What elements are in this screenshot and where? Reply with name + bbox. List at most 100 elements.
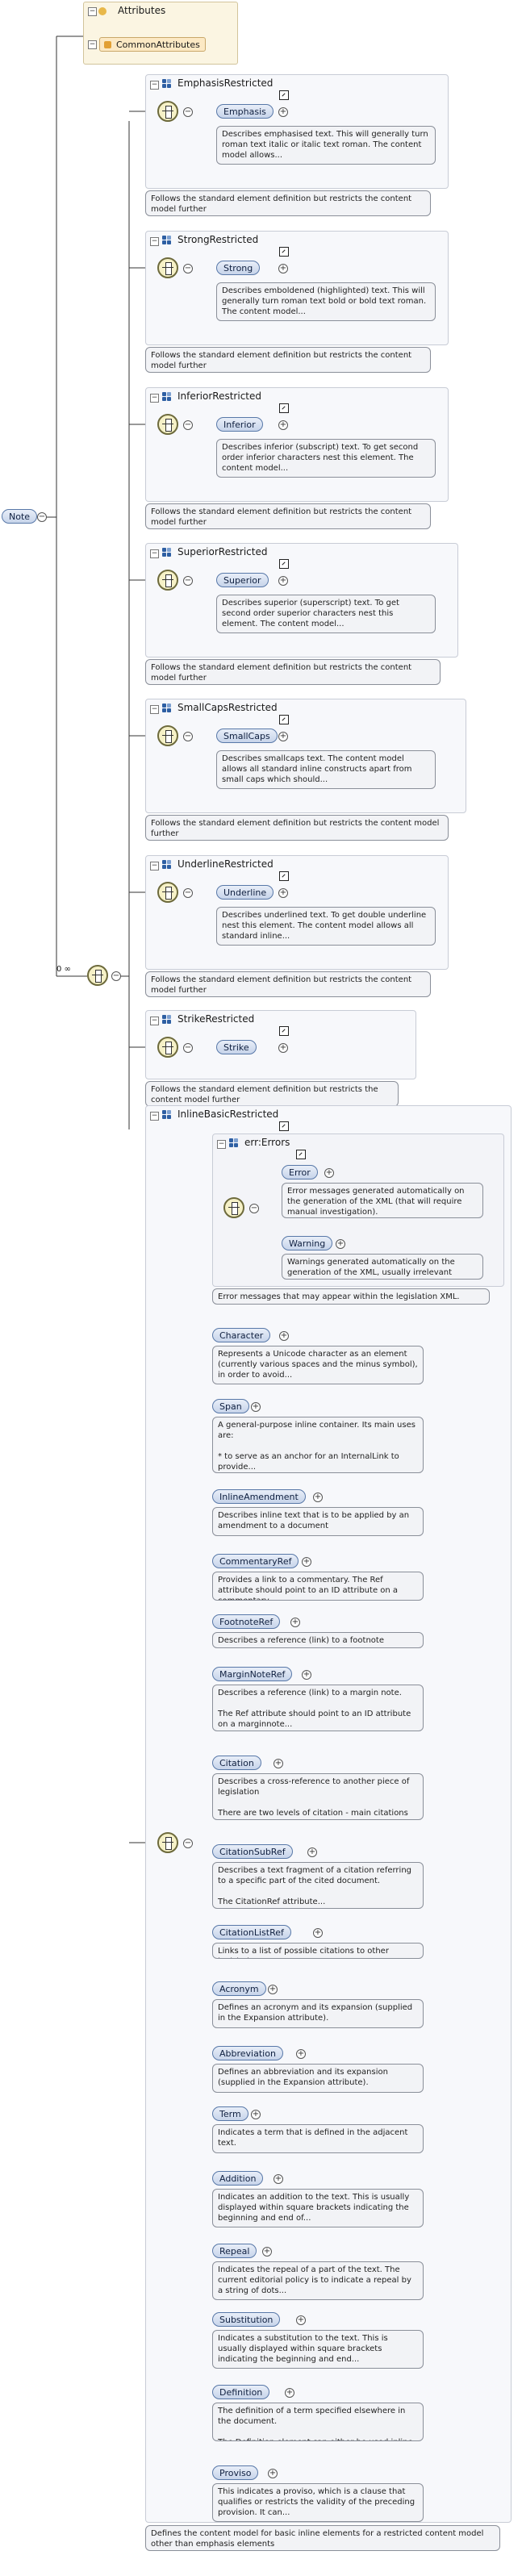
group-collapse-icon[interactable]: − — [150, 394, 159, 403]
element-expand-icon[interactable]: + — [268, 1985, 278, 1994]
element-expand-icon[interactable]: + — [302, 1557, 311, 1567]
element-expand-icon[interactable]: + — [278, 576, 288, 586]
external-link-icon[interactable] — [296, 1150, 306, 1159]
group-collapse-icon[interactable]: − — [150, 862, 159, 870]
root-expand-icon[interactable]: − — [37, 512, 47, 522]
root-element-note[interactable]: Note — [2, 509, 38, 524]
element-expand-icon[interactable]: + — [251, 2110, 261, 2119]
element-expand-icon[interactable]: + — [290, 1618, 300, 1627]
element-span[interactable]: Span — [212, 1399, 249, 1413]
main-sequence-icon — [87, 965, 108, 986]
element-citation[interactable]: Citation — [212, 1756, 261, 1770]
element-expand-icon[interactable]: + — [278, 107, 288, 117]
element-expand-icon[interactable]: + — [278, 732, 288, 741]
sequence-expand-icon[interactable]: − — [183, 732, 193, 741]
element-expand-icon[interactable]: + — [296, 2315, 306, 2325]
element-citationlistref[interactable]: CitationListRef — [212, 1925, 291, 1939]
element-expand-icon[interactable]: + — [313, 1928, 323, 1938]
group-collapse-icon[interactable]: − — [150, 549, 159, 558]
external-link-icon[interactable] — [279, 871, 289, 881]
element-superior[interactable]: Superior — [216, 573, 269, 587]
element-abbreviation[interactable]: Abbreviation — [212, 2046, 283, 2060]
element-inferior[interactable]: Inferior — [216, 417, 263, 432]
external-link-icon[interactable] — [279, 247, 289, 257]
element-proviso[interactable]: Proviso — [212, 2465, 259, 2480]
attribute-group-commonattributes[interactable]: CommonAttributes — [99, 37, 206, 52]
element-definition[interactable]: Definition — [212, 2385, 270, 2399]
element-expand-icon[interactable]: + — [336, 1239, 345, 1249]
element-footnoteref[interactable]: FootnoteRef — [212, 1614, 281, 1629]
element-expand-icon[interactable]: + — [251, 1402, 261, 1412]
sequence-expand-icon[interactable]: − — [183, 1043, 193, 1053]
sequence-icon — [157, 257, 178, 278]
sequence-expand-icon[interactable]: − — [183, 264, 193, 273]
element-expand-icon[interactable]: + — [278, 888, 288, 898]
element-citationsubref[interactable]: CitationSubRef — [212, 1844, 293, 1859]
external-link-icon[interactable] — [279, 90, 289, 100]
element-expand-icon[interactable]: + — [279, 1331, 289, 1341]
element-acronym[interactable]: Acronym — [212, 1981, 266, 1996]
element-strong[interactable]: Strong — [216, 261, 261, 275]
element-expand-icon[interactable]: + — [262, 2247, 272, 2257]
element-commentaryref[interactable]: CommentaryRef — [212, 1554, 299, 1568]
group-note: Follows the standard element definition … — [145, 347, 431, 373]
element-underline[interactable]: Underline — [216, 885, 274, 900]
element-expand-icon[interactable]: + — [278, 420, 288, 430]
element-error[interactable]: Error — [282, 1165, 318, 1179]
external-link-icon[interactable] — [279, 1121, 289, 1131]
sequence-icon — [157, 882, 178, 903]
group-collapse-icon[interactable]: − — [150, 81, 159, 90]
element-expand-icon[interactable]: + — [313, 1493, 323, 1502]
element-marginnoteref[interactable]: MarginNoteRef — [212, 1667, 293, 1681]
element-repeal[interactable]: Repeal — [212, 2244, 257, 2258]
element-inlineamendment[interactable]: InlineAmendment — [212, 1489, 306, 1504]
external-link-icon[interactable] — [279, 1026, 289, 1036]
attributes-collapse-icon[interactable]: − — [88, 7, 97, 16]
element-description: Describes a reference (link) to a footno… — [212, 1632, 424, 1648]
external-link-icon[interactable] — [279, 559, 289, 569]
main-sequence-expand-icon[interactable]: − — [111, 971, 121, 981]
element-term[interactable]: Term — [212, 2106, 248, 2121]
element-expand-icon[interactable]: + — [324, 1168, 334, 1178]
errors-choice-expand-icon[interactable]: − — [249, 1204, 259, 1213]
complex-type-icon — [162, 703, 172, 713]
sequence-expand-icon[interactable]: − — [183, 107, 193, 117]
element-warning[interactable]: Warning — [282, 1236, 333, 1250]
element-expand-icon[interactable]: + — [278, 264, 288, 273]
sequence-expand-icon[interactable]: − — [183, 420, 193, 430]
element-expand-icon[interactable]: + — [296, 2049, 306, 2059]
element-expand-icon[interactable]: + — [274, 2174, 283, 2184]
element-smallcaps[interactable]: SmallCaps — [216, 729, 278, 743]
group-collapse-icon[interactable]: − — [150, 705, 159, 714]
element-description: Indicates the repeal of a part of the te… — [212, 2261, 424, 2300]
element-expand-icon[interactable]: + — [307, 1847, 317, 1857]
element-expand-icon[interactable]: + — [285, 2388, 294, 2398]
element-description: Describes underlined text. To get double… — [216, 907, 436, 946]
element-addition[interactable]: Addition — [212, 2171, 264, 2186]
element-expand-icon[interactable]: + — [278, 1043, 288, 1053]
complex-type-icon — [162, 392, 172, 402]
element-expand-icon[interactable]: + — [274, 1759, 283, 1768]
choice-expand-icon[interactable]: − — [183, 1839, 193, 1848]
element-strike[interactable]: Strike — [216, 1040, 257, 1054]
attribute-group-collapse-icon[interactable]: − — [88, 40, 97, 49]
group-collapse-icon[interactable]: − — [150, 1017, 159, 1025]
element-expand-icon[interactable]: + — [268, 2469, 278, 2478]
group-collapse-icon[interactable]: − — [150, 1112, 159, 1121]
errors-note: Error messages that may appear within th… — [212, 1288, 490, 1305]
errors-collapse-icon[interactable]: − — [217, 1140, 226, 1149]
element-substitution[interactable]: Substitution — [212, 2312, 281, 2327]
attributes-box — [83, 2, 238, 65]
group-note: Follows the standard element definition … — [145, 971, 431, 997]
complex-type-icon — [162, 860, 172, 870]
element-expand-icon[interactable]: + — [302, 1670, 311, 1680]
sequence-expand-icon[interactable]: − — [183, 576, 193, 586]
element-emphasis[interactable]: Emphasis — [216, 104, 274, 119]
group-note: Follows the standard element definition … — [145, 190, 431, 216]
element-character[interactable]: Character — [212, 1328, 271, 1342]
sequence-expand-icon[interactable]: − — [183, 888, 193, 898]
group-collapse-icon[interactable]: − — [150, 237, 159, 246]
external-link-icon[interactable] — [279, 715, 289, 724]
external-link-icon[interactable] — [279, 403, 289, 413]
element-description: Represents a Unicode character as an ele… — [212, 1346, 424, 1384]
